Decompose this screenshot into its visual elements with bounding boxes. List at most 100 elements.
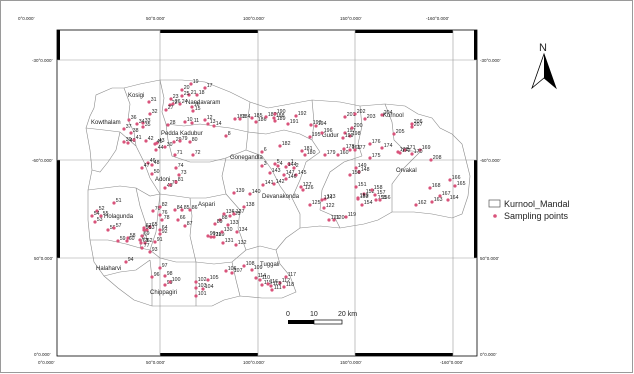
sampling-point	[139, 241, 143, 245]
sampling-point-label: 43	[159, 138, 165, 144]
sampling-point	[323, 197, 327, 201]
sampling-point	[261, 183, 265, 187]
sampling-point-label: 185	[254, 113, 263, 119]
sampling-point	[150, 163, 154, 167]
sampling-point-label: 189	[277, 116, 286, 122]
sampling-point	[260, 150, 264, 154]
sampling-point-label: 174	[384, 143, 393, 149]
sampling-point	[106, 228, 110, 232]
sampling-point	[151, 209, 155, 213]
sampling-point	[353, 112, 357, 116]
sampling-point-label: 146	[288, 174, 297, 180]
sampling-point	[341, 136, 345, 140]
bottom-tick-label: 0°0.000'	[38, 360, 55, 365]
sampling-point-label: 202	[357, 109, 366, 115]
sampling-point-label: 94	[128, 257, 134, 263]
sampling-point-label: 3	[264, 161, 267, 167]
sampling-point-label: 201	[347, 112, 356, 118]
mandal-label: Pedda Kadubur	[161, 131, 203, 137]
legend-boundary-swatch	[488, 199, 501, 208]
sampling-point	[282, 173, 286, 177]
sampling-point	[112, 226, 116, 230]
sampling-point	[272, 182, 276, 186]
sampling-point-label: 35	[145, 122, 151, 128]
sampling-point	[360, 203, 364, 207]
sampling-point-label: 33	[145, 118, 151, 124]
sampling-point-label: 64	[162, 225, 168, 231]
mandal-boundaries	[85, 79, 471, 307]
sampling-point	[178, 139, 182, 143]
sampling-point-label: 205	[396, 129, 405, 135]
sampling-point-label: 175	[372, 153, 381, 159]
sampling-point	[90, 214, 94, 218]
left-tick-label: 50°0.000'	[34, 256, 53, 261]
sampling-point	[187, 93, 191, 97]
sampling-point-label: 141	[265, 180, 274, 186]
sampling-point	[178, 102, 182, 106]
sampling-point	[154, 148, 158, 152]
bottom-tick-label: 100°0.000'	[243, 360, 265, 365]
sampling-point	[354, 185, 358, 189]
sampling-point	[218, 218, 222, 222]
sampling-point	[168, 103, 172, 107]
sampling-point-label: 25	[184, 91, 190, 97]
sampling-point-label: 6	[264, 147, 267, 153]
north-arrow-half-icon	[544, 54, 556, 88]
top-tick-label: 50°0.000'	[146, 16, 165, 21]
sampling-point	[234, 243, 238, 247]
sampling-point-label: 53	[97, 217, 103, 223]
sampling-point	[158, 205, 162, 209]
sampling-point	[438, 194, 442, 198]
sampling-point-label: 199	[345, 133, 354, 139]
sampling-point	[264, 115, 268, 119]
sampling-point	[176, 218, 180, 222]
top-tick-label: 0°0.000'	[18, 16, 35, 21]
sampling-point-label: 106	[228, 266, 237, 272]
sampling-point	[143, 241, 147, 245]
sampling-point	[448, 178, 452, 182]
sampling-point-label: 135	[232, 211, 241, 217]
sampling-point	[348, 134, 352, 138]
sampling-point-label: 195	[312, 132, 321, 138]
sampling-point	[188, 208, 192, 212]
sampling-point	[368, 142, 372, 146]
sampling-point-label: 26	[175, 99, 181, 105]
sampling-point	[410, 152, 414, 156]
sampling-point	[140, 246, 144, 250]
sampling-point-label: 88	[222, 215, 228, 221]
sampling-point	[212, 124, 216, 128]
sampling-point-label: 177	[357, 145, 366, 151]
sampling-point-label: 151	[358, 182, 367, 188]
sampling-point-label: 61	[142, 235, 148, 241]
sampling-point	[308, 203, 312, 207]
map-neatline	[56, 29, 478, 357]
sampling-point-label: 69	[144, 231, 150, 237]
sampling-point	[224, 269, 228, 273]
sampling-point	[173, 153, 177, 157]
sampling-point	[140, 234, 144, 238]
mandal-labels: Kosigi Nandavaram Kurnool Kowthalam Pedd…	[91, 93, 417, 296]
sampling-point	[272, 116, 276, 120]
sampling-point	[260, 164, 264, 168]
scale-label: 20 km	[338, 311, 357, 318]
sampling-point-label: 140	[252, 189, 261, 195]
sampling-point-label: 180	[307, 150, 316, 156]
sampling-point	[258, 278, 262, 282]
sampling-point	[173, 208, 177, 212]
sampling-point	[95, 209, 99, 213]
sampling-point-label: 105	[210, 275, 219, 281]
sampling-point-label: 13	[210, 119, 216, 125]
sampling-point-label: 5	[277, 159, 280, 165]
left-tick-labels: -30°0.000' -60°0.000' 50°0.000' 0°0.000'	[32, 58, 53, 357]
sampling-point	[166, 123, 170, 127]
sampling-point	[273, 162, 277, 166]
sampling-point-label: 179	[327, 150, 336, 156]
sampling-point-label: 67	[146, 223, 152, 229]
sampling-point-label: 51	[116, 198, 122, 204]
sampling-point	[284, 177, 288, 181]
sampling-point	[180, 208, 184, 212]
sampling-point	[238, 117, 242, 121]
sampling-point-label: 59	[120, 236, 126, 242]
sampling-point	[163, 186, 167, 190]
sampling-point-label: 38	[133, 128, 139, 134]
